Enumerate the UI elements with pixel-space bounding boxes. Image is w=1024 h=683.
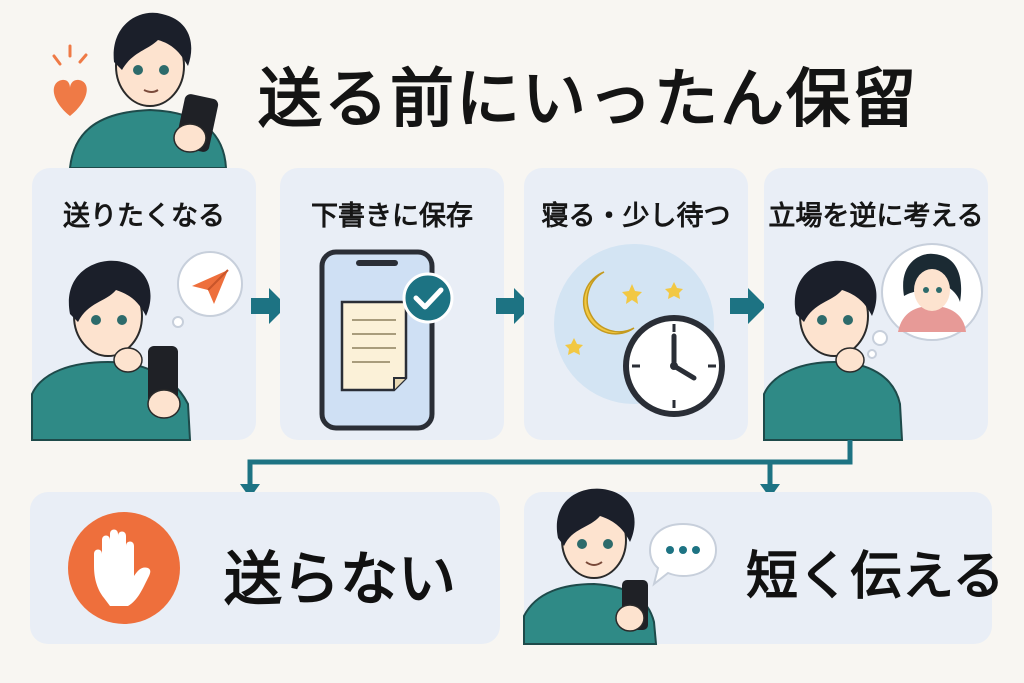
stop-hand-icon	[68, 512, 180, 624]
step-label: 下書きに保存	[311, 201, 473, 232]
page-title: 送る前にいったん保留	[258, 63, 918, 137]
arrow-right-icon	[730, 288, 766, 324]
thinking-character	[31, 260, 192, 441]
step-label: 寝る・少し待つ	[541, 201, 731, 232]
outcome-label: 短く伝える	[746, 547, 1005, 607]
moon-clock-icon	[554, 244, 725, 417]
heart-icon	[52, 44, 88, 116]
smiling-character	[523, 488, 658, 645]
step-panel-sleep-wait: 寝る・少し待つ	[524, 168, 748, 440]
outcome-label: 送らない	[224, 545, 457, 613]
speech-bubble-icon	[648, 522, 718, 587]
thinking-character	[763, 260, 904, 441]
step-label: 立場を逆に考える	[768, 201, 984, 232]
step-panel-switch-perspective: 立場を逆に考える	[763, 168, 988, 441]
step-panel-save-draft: 下書きに保存	[280, 168, 504, 440]
arrow-right-icon	[496, 288, 532, 324]
outcome-panel-say-briefly: 短く伝える	[523, 488, 1004, 645]
header-character	[52, 12, 228, 169]
paper-plane-icon	[172, 251, 243, 328]
draft-phone-icon	[319, 249, 454, 431]
thought-bubble-icon	[867, 243, 983, 359]
step-panel-want-to-send: 送りたくなる	[31, 168, 256, 441]
outcome-panel-dont-send: 送らない	[30, 492, 500, 644]
arrow-right-icon	[251, 288, 287, 324]
step-label: 送りたくなる	[63, 201, 225, 232]
